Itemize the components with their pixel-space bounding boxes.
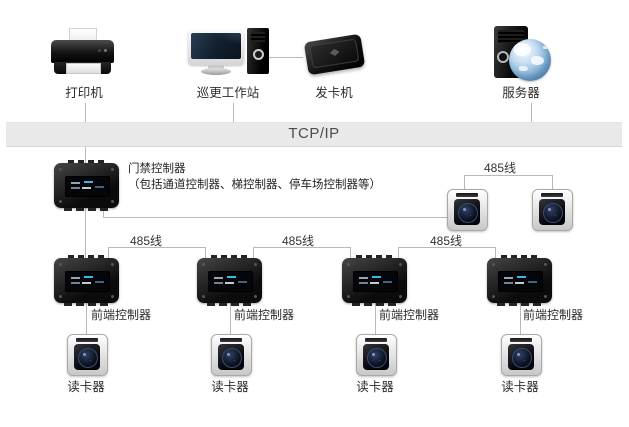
wire-fc2-to-reader xyxy=(230,302,231,334)
wire-fc3-to-reader xyxy=(375,302,376,334)
printer-icon xyxy=(50,28,116,78)
reader-label-4: 读卡器 xyxy=(501,380,539,394)
wire-label-485-right: 485线 xyxy=(483,161,517,175)
wire-b1-right xyxy=(205,247,206,258)
card-reader-icon xyxy=(356,334,397,376)
front-controller-icon xyxy=(54,255,119,306)
wire-b3-left xyxy=(398,247,399,258)
monitor xyxy=(188,30,244,65)
controller-display xyxy=(65,176,110,197)
card-issuer-icon xyxy=(301,33,367,77)
access-controller-label: 门禁控制器 xyxy=(128,163,186,175)
controller-display xyxy=(208,271,253,292)
reader-face xyxy=(508,344,534,370)
card-reader-icon xyxy=(211,334,252,376)
card-issuer-body xyxy=(303,33,366,76)
card-reader-icon xyxy=(447,189,488,231)
wire-ac-to-right-readers xyxy=(103,217,448,218)
front-controller-label-4: 前端控制器 xyxy=(523,308,584,322)
desktop-computer-icon xyxy=(188,27,270,77)
wire-fc1-to-reader xyxy=(86,302,87,334)
wire-label-485-2: 485线 xyxy=(281,234,315,248)
wire-b1-top xyxy=(108,247,205,248)
printer-body xyxy=(51,40,114,63)
reader-face xyxy=(539,199,565,225)
monitor-screen xyxy=(191,33,241,59)
front-controller-label-2: 前端控制器 xyxy=(234,308,295,322)
wire-b3-right xyxy=(495,247,496,258)
card-reader-icon xyxy=(532,189,573,231)
controller-display xyxy=(353,271,398,292)
wire-b3-top xyxy=(398,247,495,248)
wire-right-bracket-top xyxy=(464,175,552,176)
wire-b2-right xyxy=(350,247,351,258)
tcpip-bus: TCP/IP xyxy=(6,122,622,147)
reader-face xyxy=(363,344,389,370)
wire-workstation-to-bus xyxy=(233,103,234,122)
reader-lens xyxy=(78,348,98,368)
access-controller-note: （包括通道控制器、梯控制器、停车场控制器等） xyxy=(128,179,381,191)
front-controller-icon xyxy=(342,255,407,306)
reader-lens xyxy=(458,203,478,223)
reader-label-3: 读卡器 xyxy=(356,380,394,394)
controller-ports xyxy=(207,303,253,306)
wire-printer-to-bus xyxy=(85,103,86,122)
reader-label-2: 读卡器 xyxy=(211,380,249,394)
access-controller-icon xyxy=(54,160,119,211)
wire-server-to-bus xyxy=(531,103,532,122)
reader-lens xyxy=(512,348,532,368)
wire-b2-top xyxy=(253,247,350,248)
wire-workstation-to-card-issuer xyxy=(269,57,303,58)
reader-lens xyxy=(367,348,387,368)
reader-face xyxy=(74,344,100,370)
wire-label-485-1: 485线 xyxy=(129,234,163,248)
workstation-label: 巡更工作站 xyxy=(196,86,260,100)
wire-b2-left xyxy=(253,247,254,258)
reader-label-1: 读卡器 xyxy=(67,380,105,394)
controller-display xyxy=(498,271,543,292)
front-controller-icon xyxy=(197,255,262,306)
printer-output-paper xyxy=(66,63,101,74)
reader-face xyxy=(454,199,480,225)
wire-b1-left xyxy=(108,247,109,258)
controller-ports xyxy=(352,303,398,306)
controller-ports xyxy=(64,303,110,306)
globe xyxy=(509,39,551,81)
card-issuer-label: 发卡机 xyxy=(315,86,353,100)
reader-lens xyxy=(222,348,242,368)
computer-tower xyxy=(247,28,269,74)
monitor-stand xyxy=(208,65,224,69)
server-globe-icon xyxy=(492,26,552,84)
monitor-base xyxy=(201,68,231,75)
front-controller-icon xyxy=(487,255,552,306)
reader-face xyxy=(218,344,244,370)
server-label: 服务器 xyxy=(502,86,540,100)
controller-ports xyxy=(64,208,110,211)
wire-right-bracket-right xyxy=(552,175,553,189)
controller-display xyxy=(65,271,110,292)
wire-label-485-3: 485线 xyxy=(429,234,463,248)
printer-label: 打印机 xyxy=(65,86,103,100)
reader-lens xyxy=(543,203,563,223)
tcpip-bus-label: TCP/IP xyxy=(288,125,340,142)
front-controller-label-1: 前端控制器 xyxy=(91,308,152,322)
controller-ports xyxy=(497,303,543,306)
card-reader-icon xyxy=(67,334,108,376)
front-controller-label-3: 前端控制器 xyxy=(379,308,440,322)
wire-right-bracket-left xyxy=(464,175,465,189)
card-reader-icon xyxy=(501,334,542,376)
wire-fc4-to-reader xyxy=(520,302,521,334)
